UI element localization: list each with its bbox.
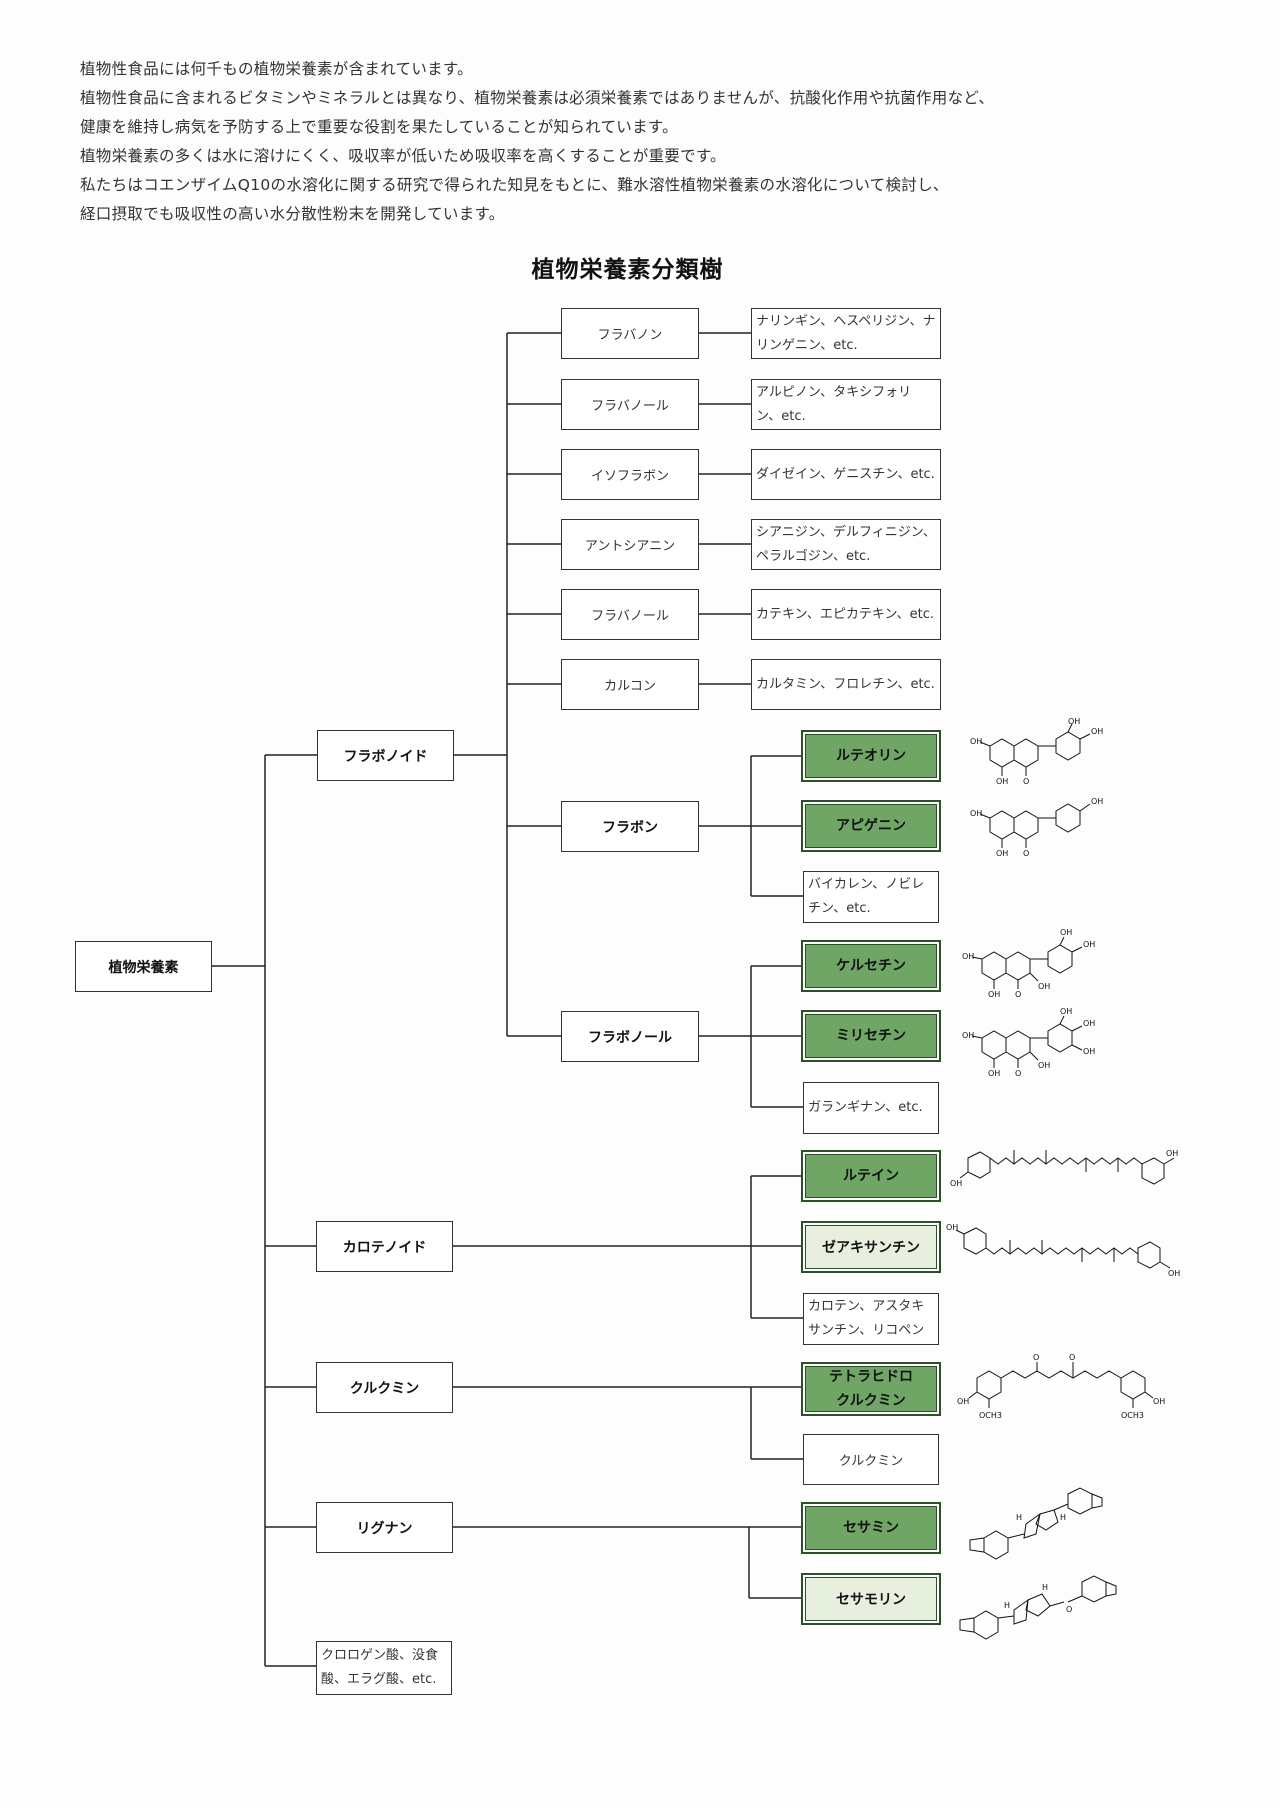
svg-text:O: O [1023,777,1029,786]
svg-text:OH: OH [962,1031,974,1040]
svg-text:OH: OH [1083,940,1095,949]
svg-text:O: O [1033,1353,1039,1362]
node-zeaxanthin: ゼアキサンチン [801,1221,941,1273]
node-curcumin-compound: クルクミン [803,1434,939,1485]
svg-text:OH: OH [1060,928,1072,937]
node-lutein: ルテイン [801,1150,941,1202]
intro-line-2: 植物性食品に含まれるビタミンやミネラルとは異なり、植物栄養素は必須栄養素ではあり… [80,89,995,107]
node-flavanol-2: フラバノール [561,589,699,640]
luteolin-structure: OH OH O OH OH [970,718,1103,786]
svg-text:OH: OH [1091,797,1103,806]
svg-text:OH: OH [946,1223,958,1232]
intro-line-4: 植物栄養素の多くは水に溶けにくく、吸収率が低いため吸収率を高くすることが重要です… [80,147,726,165]
node-flavanone: フラバノン [561,308,699,359]
svg-text:OCH3: OCH3 [1121,1411,1144,1420]
detail-flavanone: ナリンギン、ヘスペリジン、ナリンゲニン、etc. [751,308,941,359]
node-sesamolin: セサモリン [801,1573,941,1625]
svg-text:OH: OH [988,1069,1000,1078]
svg-text:OH: OH [996,849,1008,858]
svg-text:OH: OH [950,1179,962,1188]
svg-text:OCH3: OCH3 [979,1411,1002,1420]
node-anthocyanin: アントシアニン [561,519,699,570]
zeaxanthin-structure: OH OH [946,1223,1180,1278]
lutein-structure: OH OH [950,1149,1178,1188]
svg-text:H: H [1060,1513,1066,1522]
svg-text:OH: OH [996,777,1008,786]
svg-text:OH: OH [1038,1061,1050,1070]
node-flavone-others: バイカレン、ノビレチン、etc. [803,871,939,923]
tetrahydrocurcumin-structure: O O OH OCH3 OCH3 OH [957,1353,1165,1420]
svg-text:O: O [1015,1069,1021,1078]
apigenin-structure: OH OH O OH [970,797,1103,858]
node-flavone: フラボン [561,801,699,852]
node-flavanol-1: フラバノール [561,379,699,430]
quercetin-structure: OH OH O OH OH OH [962,928,1095,999]
node-carotenoid: カロテノイド [316,1221,453,1272]
svg-text:OH: OH [1168,1269,1180,1278]
svg-text:O: O [1015,990,1021,999]
svg-text:O: O [1069,1353,1075,1362]
label-oh: OH [970,737,982,746]
intro-line-5: 私たちはコエンザイムQ10の水溶化に関する研究で得られた知見をもとに、難水溶性植… [80,176,949,194]
svg-text:H: H [1042,1583,1048,1592]
node-flavonol: フラボノール [561,1011,699,1062]
node-isoflavone: イソフラボン [561,449,699,500]
svg-text:O: O [1023,849,1029,858]
svg-text:H: H [1016,1513,1022,1522]
svg-text:OH: OH [1153,1397,1165,1406]
node-root: 植物栄養素 [75,941,212,992]
intro-line-6: 経口摂取でも吸収性の高い水分散性粉末を開発しています。 [80,205,505,223]
svg-text:OH: OH [1083,1019,1095,1028]
node-quercetin: ケルセチン [801,940,941,992]
node-flavonol-others: ガランギナン、etc. [803,1082,939,1134]
node-chalcone: カルコン [561,659,699,710]
svg-text:OH: OH [1166,1149,1178,1158]
node-carotenoid-others: カロテン、アスタキサンチン、リコペン [803,1293,939,1345]
svg-text:OH: OH [1060,1007,1072,1016]
svg-text:OH: OH [962,952,974,961]
svg-text:OH: OH [1091,727,1103,736]
svg-text:OH: OH [957,1397,969,1406]
svg-text:H: H [1004,1601,1010,1610]
detail-isoflavone: ダイゼイン、ゲニスチン、etc. [751,449,941,500]
myricetin-structure: OH OH O OH OH OH OH [962,1007,1095,1078]
node-flavonoid: フラボノイド [317,730,454,781]
node-myricetin: ミリセチン [801,1010,941,1062]
node-lignan: リグナン [316,1502,453,1553]
intro-line-3: 健康を維持し病気を予防する上で重要な役割を果たしていることが知られています。 [80,118,678,136]
sesamolin-structure: H H O [959,1575,1117,1640]
svg-text:OH: OH [1038,982,1050,991]
node-curcumin: クルクミン [316,1362,453,1413]
detail-anthocyanin: シアニジン、デルフィニジン、ペラルゴジン、etc. [751,519,941,570]
detail-chalcone: カルタミン、フロレチン、etc. [751,659,941,710]
node-luteolin: ルテオリン [801,730,941,782]
node-sesamin: セサミン [801,1502,941,1554]
svg-text:O: O [1066,1605,1072,1614]
intro-text: 植物性食品には何千もの植物栄養素が含まれています。 植物性食品に含まれるビタミン… [80,55,1200,229]
tree-title: 植物栄養素分類樹 [531,257,724,283]
detail-flavanol-1: アルピノン、タキシフォリン、etc. [751,379,941,430]
svg-text:OH: OH [988,990,1000,999]
svg-text:OH: OH [1083,1047,1095,1056]
svg-text:OH: OH [1068,718,1080,726]
svg-text:OH: OH [970,809,982,818]
intro-line-1: 植物性食品には何千もの植物栄養素が含まれています。 [80,60,473,78]
node-misc: クロロゲン酸、没食酸、エラグ酸、etc. [316,1641,452,1695]
node-apigenin: アピゲニン [801,800,941,852]
node-tetrahydrocurcumin: テトラヒドロクルクミン [801,1362,941,1416]
detail-flavanol-2: カテキン、エピカテキン、etc. [751,589,941,640]
sesamin-structure: H H [969,1487,1103,1560]
